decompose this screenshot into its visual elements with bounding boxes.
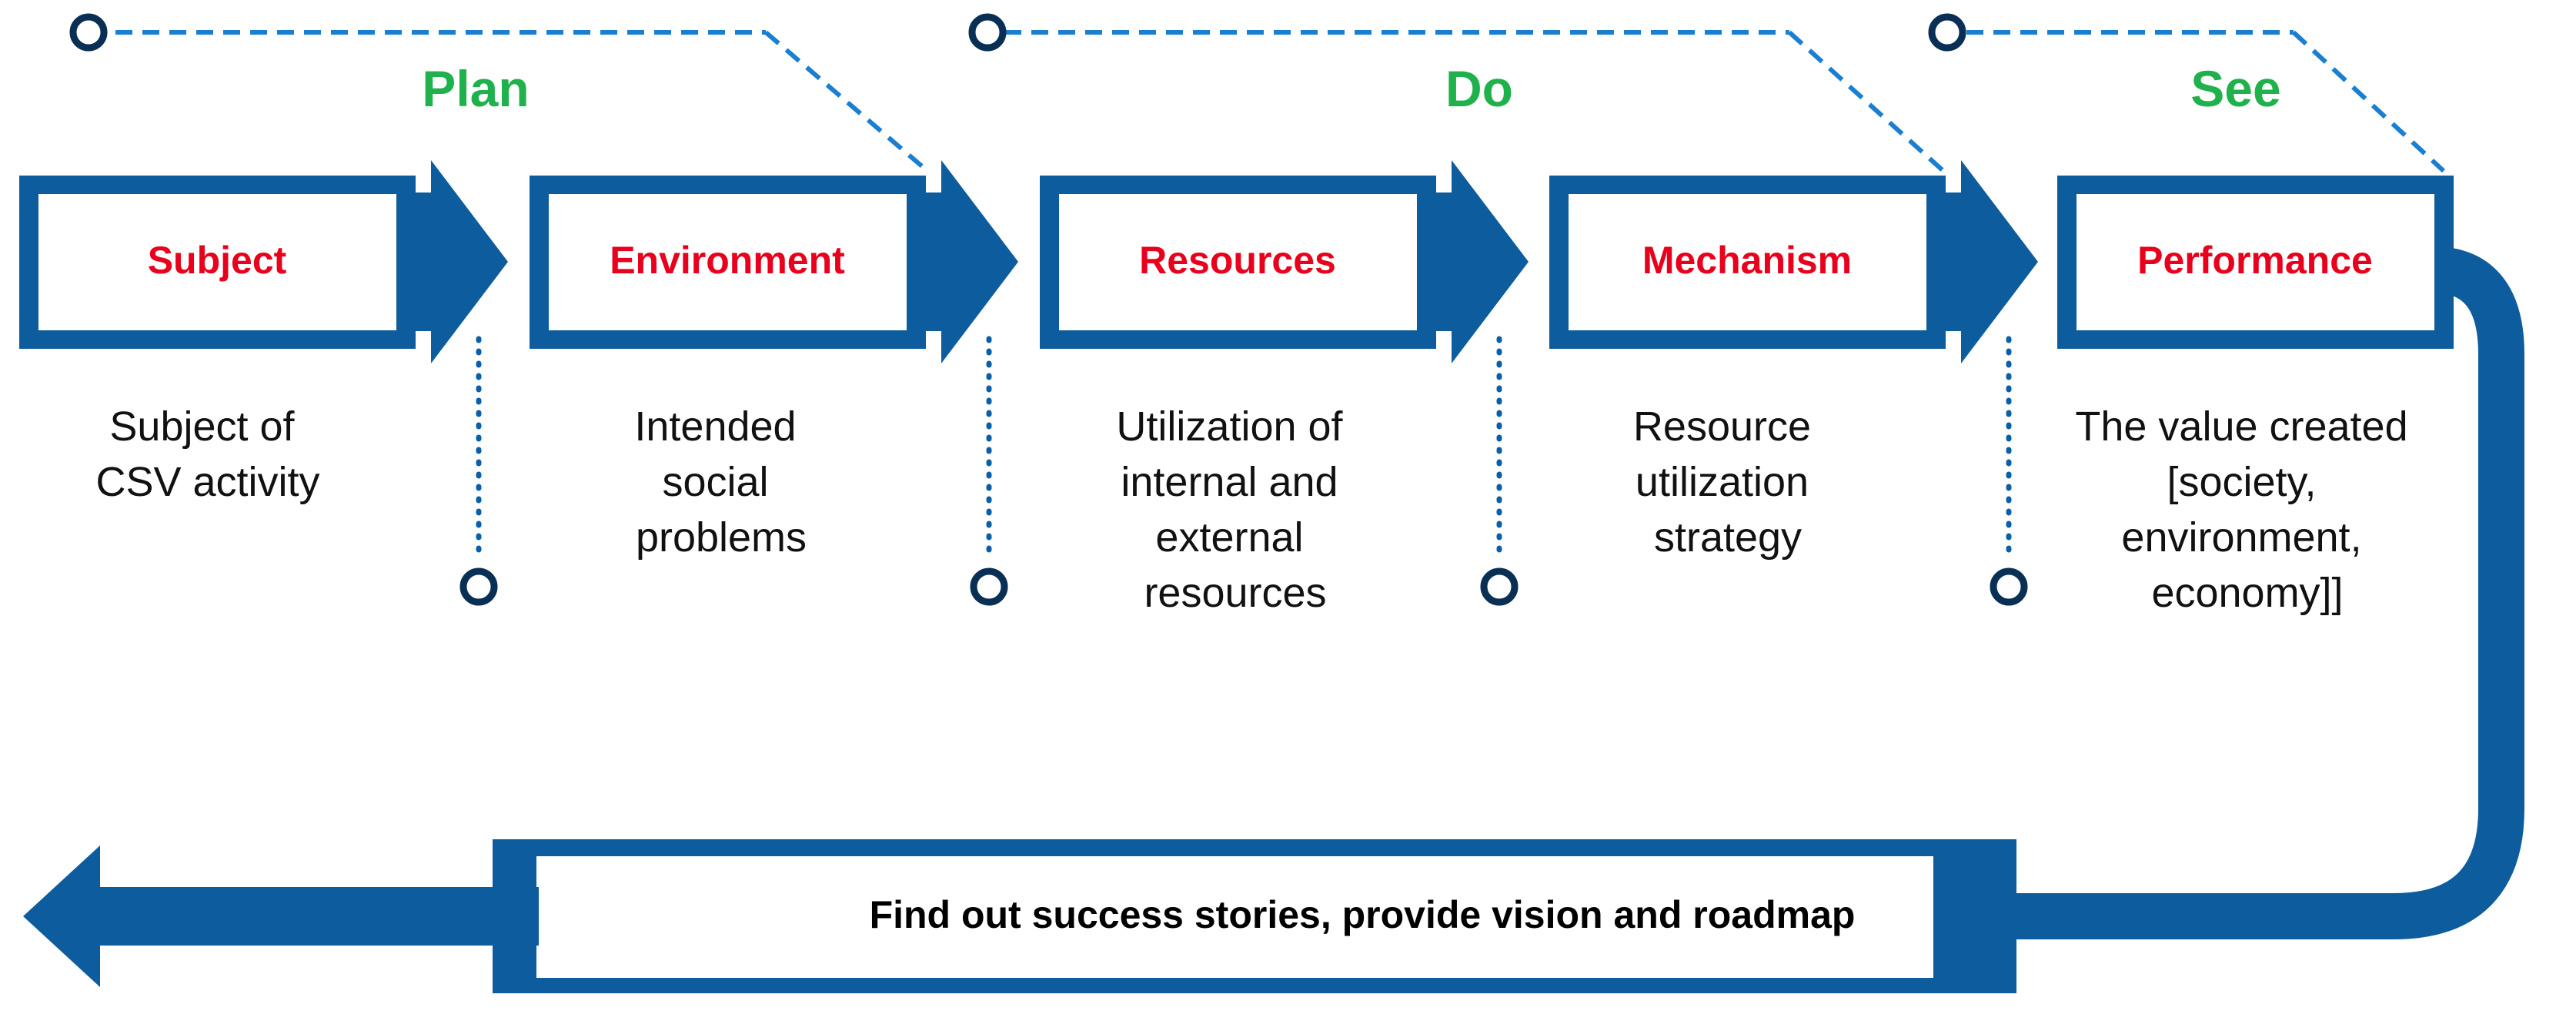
step-description-line: strategy bbox=[1654, 514, 1802, 561]
step-description-line: The value created bbox=[2075, 403, 2407, 450]
dotted-end-circle-2 bbox=[970, 567, 1008, 606]
step-description-performance: The value created [society, environment,… bbox=[2075, 403, 2419, 616]
phase-label-plan: Plan bbox=[422, 60, 529, 117]
see-start-circle bbox=[1928, 13, 1966, 52]
step-descriptions: Subject of CSV activity Intended social … bbox=[95, 403, 2419, 616]
step-connectors bbox=[416, 160, 2038, 363]
step-description-line: social bbox=[662, 459, 768, 505]
dotted-end-circle-4 bbox=[1990, 567, 2028, 606]
step-description-line: CSV activity bbox=[95, 459, 319, 505]
step-boxes: Subject Environment Resources Mechanism … bbox=[19, 176, 2454, 349]
step-label-performance: Performance bbox=[2137, 239, 2373, 282]
plan-start-circle bbox=[69, 13, 108, 52]
feedback-loop: Find out success stories, provide vision… bbox=[23, 246, 2524, 993]
step-description-line: economy]] bbox=[2151, 570, 2343, 616]
phase-guides bbox=[69, 13, 2446, 606]
do-start-circle bbox=[968, 13, 1007, 52]
step-description-line: internal and bbox=[1121, 459, 1338, 505]
phase-label-do: Do bbox=[1445, 60, 1513, 117]
step-box-performance-inner bbox=[2077, 194, 2434, 330]
feedback-connector bbox=[2001, 246, 2524, 939]
step-description-line: Resource bbox=[1633, 403, 1811, 450]
step-description-environment: Intended social problems bbox=[634, 403, 807, 561]
arrow-environment-to-resources bbox=[926, 160, 1018, 363]
step-box-resources-inner bbox=[1059, 194, 1417, 330]
feedback-box bbox=[536, 856, 1933, 978]
step-description-resources: Utilization of internal and external res… bbox=[1116, 403, 1354, 616]
step-description-mechanism: Resource utilization strategy bbox=[1633, 403, 1823, 561]
step-description-line: problems bbox=[636, 514, 807, 561]
plan-dashed-diagonal bbox=[764, 30, 929, 173]
step-description-line: Subject of bbox=[109, 403, 295, 450]
step-description-line: external bbox=[1155, 514, 1303, 561]
do-dashed-diagonal bbox=[1787, 30, 1946, 173]
step-box-mechanism-inner bbox=[1569, 194, 1926, 330]
step-description-line: utilization bbox=[1635, 459, 1809, 505]
step-description-line: resources bbox=[1144, 570, 1326, 616]
dotted-end-circle-1 bbox=[459, 567, 498, 606]
step-description-subject: Subject of CSV activity bbox=[95, 403, 319, 505]
feedback-label: Find out success stories, provide vision… bbox=[870, 893, 1856, 936]
step-box-subject-inner bbox=[38, 194, 396, 330]
feedback-arrowhead-left bbox=[23, 845, 539, 987]
dotted-end-circle-3 bbox=[1480, 567, 1519, 606]
step-description-line: Intended bbox=[634, 403, 796, 450]
step-label-resources: Resources bbox=[1139, 239, 1336, 282]
arrow-mechanism-to-performance bbox=[1946, 160, 2038, 363]
step-label-environment: Environment bbox=[610, 239, 845, 282]
arrow-subject-to-environment bbox=[416, 160, 508, 363]
phase-labels: Plan Do See bbox=[422, 60, 2280, 117]
arrow-resources-to-mechanism bbox=[1436, 160, 1529, 363]
step-description-line: [society, bbox=[2167, 459, 2316, 505]
step-description-line: environment, bbox=[2121, 514, 2361, 561]
phase-label-see: See bbox=[2190, 60, 2280, 117]
see-dashed-diagonal bbox=[2291, 30, 2446, 173]
step-description-line: Utilization of bbox=[1116, 403, 1343, 450]
step-box-environment-inner bbox=[549, 194, 907, 330]
step-label-subject: Subject bbox=[148, 239, 287, 282]
step-label-mechanism: Mechanism bbox=[1642, 239, 1852, 282]
